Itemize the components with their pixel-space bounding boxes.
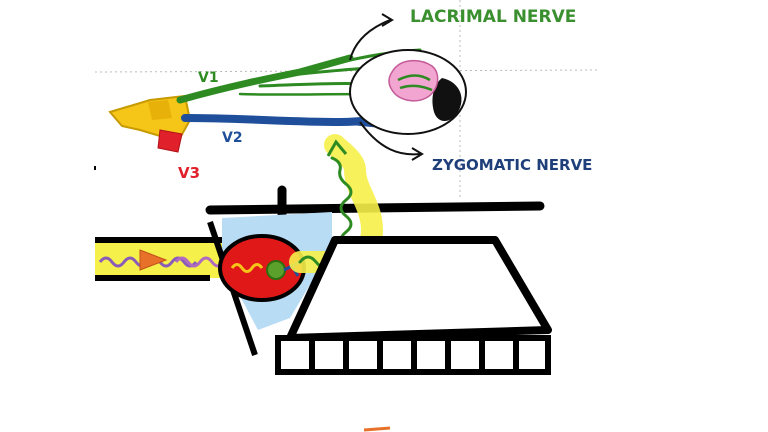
guide-line-horizontal bbox=[94, 69, 601, 73]
lacrimal-gland-icon bbox=[388, 59, 439, 102]
zygomatic-nerve-label: ZYGOMATIC NERVE bbox=[432, 156, 592, 174]
stray-mark bbox=[363, 426, 391, 432]
arrow-icon bbox=[349, 19, 391, 61]
arrow-icon bbox=[359, 121, 421, 156]
lacrimal-nerve-label: LACRIMAL NERVE bbox=[410, 7, 576, 27]
arrow-icon bbox=[381, 13, 394, 27]
v3-branch bbox=[157, 129, 183, 153]
maxilla-block bbox=[286, 236, 552, 342]
arrow-icon bbox=[326, 139, 348, 157]
v3-label: V3 bbox=[178, 164, 200, 182]
teeth-row bbox=[275, 335, 551, 375]
v1-label: V1 bbox=[198, 70, 219, 86]
arrow-icon bbox=[139, 249, 168, 271]
arrow-icon bbox=[411, 147, 424, 161]
v2-label: V2 bbox=[222, 130, 243, 146]
